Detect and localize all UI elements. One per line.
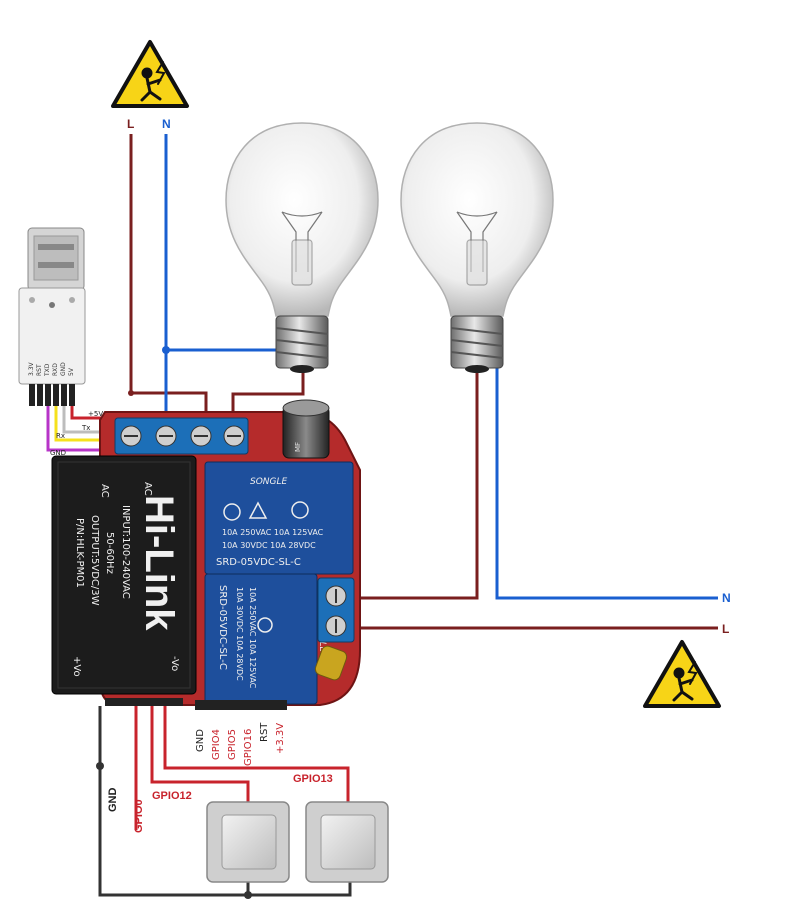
wall-switch-1	[206, 801, 290, 883]
ac-label-right: AC	[142, 482, 153, 496]
pin-label-5v: 5V	[68, 367, 75, 376]
relay-1-model: SRD-05VDC-SL-C	[216, 557, 301, 568]
part-label: P/N:HLK-PM01	[74, 518, 85, 588]
brand-label: Hi-Link	[137, 495, 181, 631]
electrocution-icon	[672, 661, 698, 702]
hlk-pm01-power-module: Hi-Link INPUT:100-240VAC 50-60Hz OUTPUT:…	[51, 455, 197, 695]
pin-label-txd: TXD	[44, 363, 51, 377]
header-label-gpio4: GPIO4	[211, 729, 222, 760]
pin-label-rst: RST	[36, 364, 43, 376]
pin-label-rxd: RXD	[52, 363, 59, 376]
programming-wires	[46, 406, 112, 452]
live-wire-top	[129, 134, 208, 430]
relay-1-brand: SONGLE	[250, 477, 288, 487]
relay-1: SONGLE 10A 250VAC 10A 125VAC 10A 30VDC 1…	[204, 461, 354, 575]
label-N-right: N	[722, 591, 731, 605]
label-gpio12: GPIO12	[152, 790, 192, 802]
header-label-gpio16: GPIO16	[243, 729, 254, 766]
relay-2-rating1: 10A 250VAC 10A 125VAC	[248, 587, 257, 689]
label-L-right: L	[722, 622, 729, 636]
electrocution-icon	[140, 61, 166, 102]
label-N-top: N	[162, 117, 171, 131]
output-label: OUTPUT:5VDC/3W	[89, 515, 100, 606]
wire-label-gnd: GND	[50, 449, 66, 457]
wire-label-5v: +5V	[88, 410, 103, 418]
terminal-block-top	[114, 417, 249, 455]
warning-sign-top	[111, 40, 189, 108]
label-L-top: L	[127, 117, 134, 131]
svg-text:MF: MF	[294, 442, 302, 452]
capacitor: MF	[282, 399, 330, 459]
switch-wiring	[96, 706, 352, 899]
wall-switch-2	[305, 801, 389, 883]
small-capacitor	[314, 645, 348, 681]
relay-2: SONGLE 10A 250VAC 10A 125VAC 10A 30VDC 1…	[204, 573, 327, 705]
lamp2-neutral-wire	[495, 368, 718, 600]
header-label-gnd: GND	[195, 729, 206, 752]
terminal-block-right	[317, 577, 355, 643]
warning-sign-bottom	[643, 640, 721, 708]
header-label-rst: RST	[259, 722, 270, 742]
label-gpio13: GPIO13	[293, 773, 333, 785]
freq-label: 50-60Hz	[104, 532, 115, 574]
label-gnd-switch: GND	[107, 788, 119, 813]
pin-label-gnd: GND	[60, 362, 67, 376]
wire-label-rx: Rx	[56, 432, 65, 440]
vo-minus-label: -Vo	[169, 656, 180, 671]
header-label-3v3: +3.3V	[275, 723, 286, 754]
vo-plus-label: +Vo	[71, 656, 82, 677]
gpio13-wire	[163, 706, 350, 802]
relay-2-model: SRD-05VDC-SL-C	[217, 585, 228, 670]
input-label: INPUT:100-240VAC	[120, 505, 131, 599]
pin-label-3v3: 3.3V	[28, 361, 35, 376]
relay-1-rating2: 10A 30VDC 10A 28VDC	[222, 541, 316, 550]
usb-ttl-adapter: 3.3V RST TXD RXD GND 5V	[18, 227, 86, 406]
wire-label-tx: Tx	[81, 424, 90, 432]
gpio12-wire	[150, 706, 250, 802]
relay-2-rating2: 10A 30VDC 10A 28VDC	[235, 587, 244, 681]
lamp2-live-wire	[356, 370, 479, 600]
label-gpio0: GPIO0	[133, 799, 145, 833]
light-bulb-2	[400, 122, 554, 373]
relay-1-rating1: 10A 250VAC 10A 125VAC	[222, 528, 324, 537]
ac-label-left: AC	[99, 484, 110, 498]
header-label-gpio5: GPIO5	[227, 729, 238, 760]
pin-header	[105, 698, 287, 710]
light-bulb-1	[225, 122, 379, 373]
ground-wire	[98, 706, 352, 897]
